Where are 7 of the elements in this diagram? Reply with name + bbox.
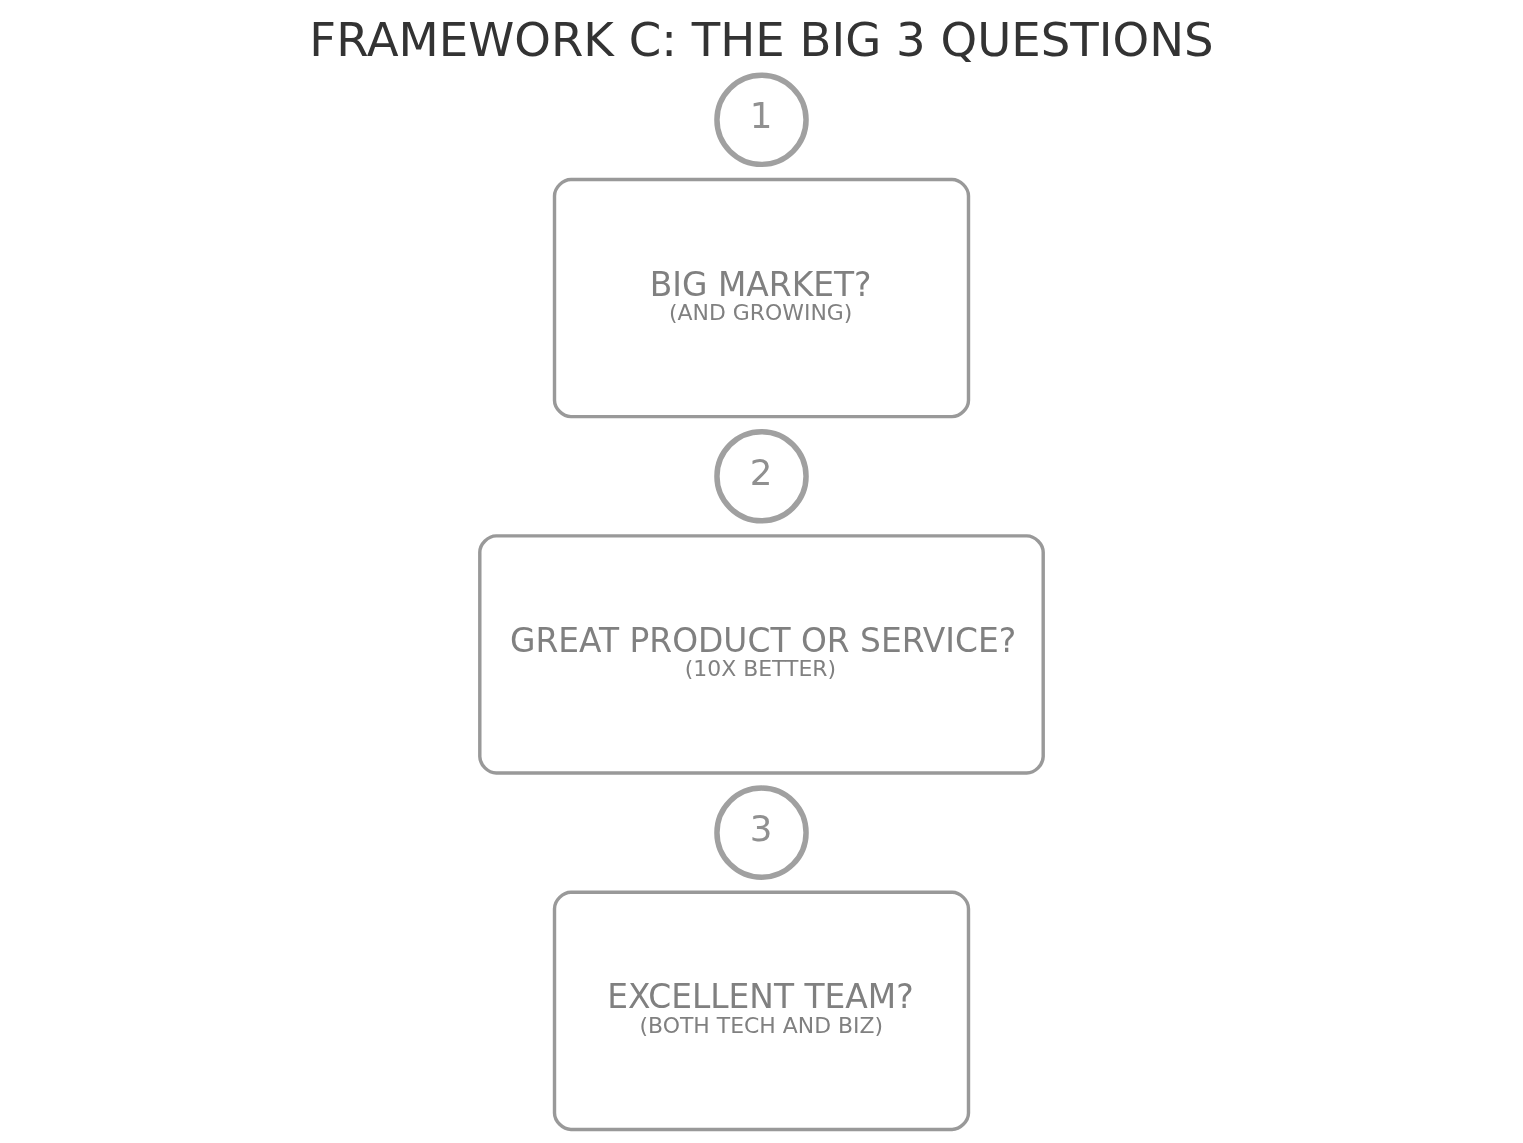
node-circle: 1 [714,72,809,168]
node-box: EXCELLENT TEAM? (BOTH TECH AND BIZ) [552,890,971,1132]
node-circle: 3 [714,785,809,880]
node-circle: 2 [714,428,809,524]
diagram-title: FRAMEWORK C: THE BIG 3 QUESTIONS [309,13,1214,68]
node-box: BIG MARKET? (AND GROWING) [552,177,971,419]
node-box: GREAT PRODUCT OR SERVICE? (10X BETTER) [478,534,1045,775]
